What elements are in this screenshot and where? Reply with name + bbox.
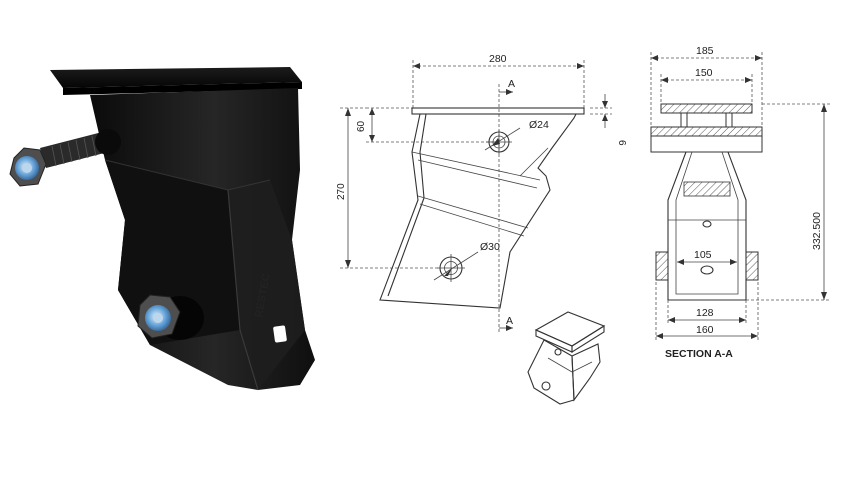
side-plate xyxy=(411,107,585,115)
iso-thumbnail xyxy=(527,311,606,405)
dim-332-label: 332.500 xyxy=(811,212,823,250)
section-marker-bottom: A xyxy=(506,315,513,327)
dim-128-label: 128 xyxy=(696,307,714,319)
dim-60-label: 60 xyxy=(356,120,367,132)
side-view-drawing: 280 A A 6 60 270 xyxy=(336,53,627,405)
section-view-drawing: 185 150 105 128 xyxy=(650,45,830,360)
dim-105-label: 105 xyxy=(694,249,712,261)
slot-hole xyxy=(273,325,287,343)
upper-bolt xyxy=(9,129,121,187)
dim-160-label: 160 xyxy=(696,324,714,336)
dim-270-label: 270 xyxy=(336,183,347,200)
dim-280-label: 280 xyxy=(489,53,507,65)
side-body-outline xyxy=(379,113,577,309)
section-top-plate xyxy=(660,103,753,114)
bracket-photo: RESTEC xyxy=(9,67,315,391)
dim-185-label: 185 xyxy=(696,45,714,57)
hole-lower-label: Ø30 xyxy=(480,241,500,253)
dim-6-label: 6 xyxy=(616,140,627,146)
section-body xyxy=(667,151,747,301)
lower-bolt xyxy=(137,294,204,340)
section-marker-top: A xyxy=(508,78,515,90)
section-caption: SECTION A-A xyxy=(665,348,733,360)
dim-150-label: 150 xyxy=(695,67,713,79)
hole-upper-label: Ø24 xyxy=(529,119,549,131)
top-plate xyxy=(50,67,302,88)
section-clamp-plate xyxy=(650,126,763,137)
